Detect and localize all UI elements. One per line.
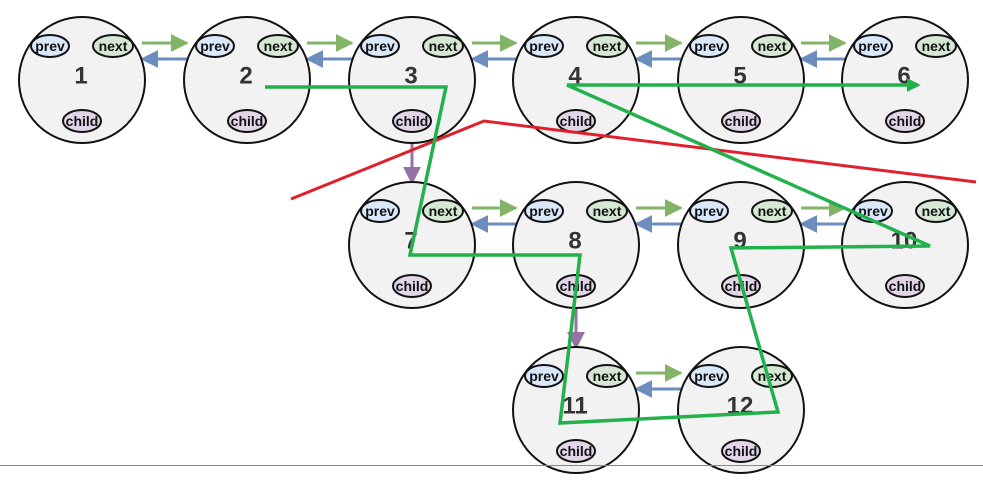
child-pointer-pill bbox=[62, 109, 102, 133]
overlay-layer bbox=[265, 78, 977, 425]
prev-pointer-label: prev bbox=[35, 38, 65, 54]
prev-pointer-pill bbox=[195, 34, 235, 58]
child-pointer-pill bbox=[392, 109, 432, 133]
prev-pointer-pill bbox=[853, 34, 893, 58]
child-pointer-label: child bbox=[725, 443, 758, 459]
prev-pointer-label: prev bbox=[694, 38, 724, 54]
list-node: prev next child 3 bbox=[348, 16, 476, 144]
prev-pointer-pill bbox=[689, 199, 729, 223]
next-pointer-label: next bbox=[264, 38, 293, 54]
next-pointer-label: next bbox=[429, 203, 458, 219]
child-pointer-label: child bbox=[725, 113, 758, 129]
list-node: prev next child 2 bbox=[183, 16, 311, 144]
next-pointer-pill bbox=[915, 199, 957, 223]
next-pointer-pill bbox=[915, 34, 957, 58]
child-pointer-label: child bbox=[560, 113, 593, 129]
prev-pointer-pill bbox=[360, 199, 400, 223]
prev-pointer-label: prev bbox=[694, 203, 724, 219]
node-value: 2 bbox=[239, 63, 252, 90]
next-pointer-pill bbox=[751, 199, 793, 223]
next-pointer-pill bbox=[586, 199, 628, 223]
node-value: 4 bbox=[568, 63, 582, 90]
child-pointer-pill bbox=[556, 439, 596, 463]
next-pointer-pill bbox=[92, 34, 134, 58]
child-pointer-label: child bbox=[889, 113, 922, 129]
child-pointer-pill bbox=[721, 109, 761, 133]
prev-pointer-label: prev bbox=[529, 203, 559, 219]
prev-pointer-pill bbox=[360, 34, 400, 58]
prev-pointer-pill bbox=[30, 34, 70, 58]
next-pointer-label: next bbox=[593, 368, 622, 384]
node-value: 1 bbox=[74, 63, 87, 90]
prev-pointer-pill bbox=[524, 199, 564, 223]
node-value: 8 bbox=[568, 228, 581, 255]
next-pointer-label: next bbox=[429, 38, 458, 54]
prev-pointer-label: prev bbox=[365, 203, 395, 219]
child-pointer-label: child bbox=[396, 113, 429, 129]
nodes-layer: prev next child 1 prev next child 2 prev next chil… bbox=[18, 16, 969, 474]
child-pointer-label: child bbox=[396, 278, 429, 294]
child-pointer-pill bbox=[885, 109, 925, 133]
next-pointer-pill bbox=[257, 34, 299, 58]
child-pointer-label: child bbox=[231, 113, 264, 129]
prev-pointer-pill bbox=[689, 364, 729, 388]
next-pointer-label: next bbox=[922, 203, 951, 219]
child-pointer-pill bbox=[392, 274, 432, 298]
child-pointer-label: child bbox=[66, 113, 99, 129]
prev-pointer-label: prev bbox=[529, 368, 559, 384]
list-node: prev next child 5 bbox=[677, 16, 805, 144]
list-node: prev next child 4 bbox=[512, 16, 640, 144]
next-pointer-label: next bbox=[758, 368, 787, 384]
node-value: 9 bbox=[733, 228, 746, 255]
next-pointer-label: next bbox=[99, 38, 128, 54]
prev-pointer-pill bbox=[689, 34, 729, 58]
node-value: 5 bbox=[733, 63, 746, 90]
cut-line bbox=[290, 119, 977, 201]
links-layer bbox=[140, 34, 847, 398]
prev-pointer-label: prev bbox=[858, 203, 888, 219]
list-node: prev next child 11 bbox=[512, 346, 640, 474]
prev-pointer-label: prev bbox=[529, 38, 559, 54]
next-pointer-pill bbox=[751, 34, 793, 58]
node-value: 3 bbox=[404, 63, 417, 90]
next-pointer-label: next bbox=[758, 38, 787, 54]
prev-pointer-label: prev bbox=[200, 38, 230, 54]
next-pointer-pill bbox=[422, 199, 464, 223]
next-pointer-pill bbox=[422, 34, 464, 58]
next-pointer-pill bbox=[586, 34, 628, 58]
next-pointer-label: next bbox=[922, 38, 951, 54]
child-pointer-label: child bbox=[889, 278, 922, 294]
child-pointer-pill bbox=[885, 274, 925, 298]
bottom-divider bbox=[0, 465, 983, 466]
next-pointer-label: next bbox=[593, 203, 622, 219]
next-pointer-label: next bbox=[758, 203, 787, 219]
prev-pointer-label: prev bbox=[858, 38, 888, 54]
prev-pointer-pill bbox=[524, 364, 564, 388]
list-node: prev next child 1 bbox=[18, 16, 146, 144]
prev-pointer-label: prev bbox=[365, 38, 395, 54]
child-pointer-pill bbox=[721, 439, 761, 463]
node-value: 11 bbox=[562, 393, 587, 420]
prev-pointer-pill bbox=[524, 34, 564, 58]
next-pointer-pill bbox=[586, 364, 628, 388]
child-pointer-label: child bbox=[560, 443, 593, 459]
next-pointer-label: next bbox=[593, 38, 622, 54]
traversal-path bbox=[265, 78, 931, 425]
child-pointer-pill bbox=[227, 109, 267, 133]
prev-pointer-label: prev bbox=[694, 368, 724, 384]
